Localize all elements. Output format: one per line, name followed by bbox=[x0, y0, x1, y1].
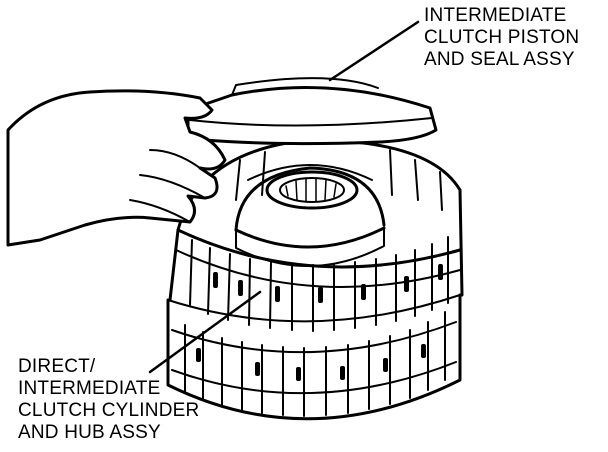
cylinder-assembly-label: DIRECT/ INTERMEDIATE CLUTCH CYLINDER AND… bbox=[18, 356, 199, 444]
cylinder-label-line-2: INTERMEDIATE bbox=[18, 378, 161, 399]
cylinder-label-line-1: DIRECT/ bbox=[18, 356, 96, 377]
piston-label-line-2: CLUTCH PISTON bbox=[424, 27, 580, 48]
clutch-piston bbox=[186, 77, 438, 152]
piston-assembly-label: INTERMEDIATE CLUTCH PISTON AND SEAL ASSY bbox=[424, 5, 579, 71]
piston-label-line-1: INTERMEDIATE bbox=[424, 5, 567, 26]
leader-line-cylinder bbox=[148, 290, 262, 374]
lower-clutch-drum bbox=[166, 293, 462, 421]
hand bbox=[6, 89, 227, 247]
piston-label-line-3: AND SEAL ASSY bbox=[424, 49, 575, 70]
leader-line-piston bbox=[328, 20, 420, 82]
cylinder-label-line-4: AND HUB ASSY bbox=[18, 422, 161, 443]
center-hub bbox=[234, 164, 386, 267]
cylinder-label-line-3: CLUTCH CYLINDER bbox=[18, 400, 200, 421]
